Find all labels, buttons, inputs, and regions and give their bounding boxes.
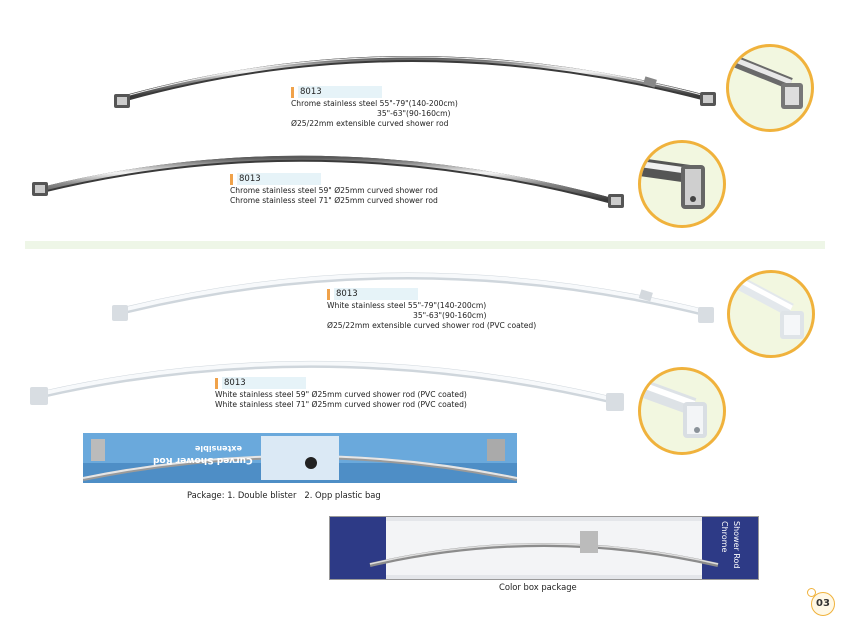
product-description-line: White stainless steel 55"-79"(140-200cm): [327, 301, 487, 310]
product-description-line: Ø25/22mm extensible curved shower rod (P…: [327, 321, 537, 330]
white-fixed-rod-image: [30, 360, 624, 411]
color-box-package-image: Chrome Shower Rod: [329, 516, 759, 580]
chrome-bracket-zoom-image: [726, 44, 814, 132]
accent-bar: [215, 377, 218, 389]
accent-bar: [327, 288, 330, 300]
product-label-3: 8013 White stainless steel 55"-79"(140-2…: [327, 288, 536, 331]
page-number-badge: 03: [807, 588, 835, 616]
blister-sub-text: extensible: [195, 444, 242, 453]
chrome-extensible-rod-image: [114, 56, 716, 108]
decor-dot: [807, 588, 816, 597]
product-description-line: Chrome stainless steel 55"-79"(140-200cm…: [291, 99, 458, 108]
box-brand-line1: Chrome: [720, 521, 729, 553]
product-description-line: Chrome stainless steel 59" Ø25mm curved …: [230, 186, 438, 195]
page-number: 03: [811, 592, 835, 616]
accent-bar: [291, 86, 294, 98]
product-code: 8013: [334, 288, 418, 300]
product-description-line: 35"-63"(90-160cm): [377, 109, 451, 118]
white-flange-zoom-image: [638, 367, 726, 455]
color-box-caption: Color box package: [499, 582, 577, 592]
product-label-1: 8013 Chrome stainless steel 55"-79"(140-…: [291, 86, 458, 129]
chrome-fixed-rod-image: [32, 155, 624, 208]
product-code: 8013: [237, 173, 321, 185]
white-extensible-rod-image: [112, 272, 714, 323]
product-code: 8013: [222, 377, 306, 389]
chrome-flange-zoom-image: [638, 140, 726, 228]
product-description-line: White stainless steel 59" Ø25mm curved s…: [215, 390, 467, 399]
product-description-line: 35"-63"(90-160cm): [413, 311, 487, 320]
box-brand-line2: Shower Rod: [732, 521, 741, 569]
package-caption: Package: 1. Double blister 2. Opp plasti…: [187, 490, 381, 500]
product-description-line: White stainless steel 71" Ø25mm curved s…: [215, 400, 467, 409]
product-description-line: Chrome stainless steel 71" Ø25mm curved …: [230, 196, 438, 205]
white-bracket-zoom-image: [727, 270, 815, 358]
product-label-4: 8013 White stainless steel 59" Ø25mm cur…: [215, 377, 467, 410]
section-divider: [25, 241, 825, 249]
double-blister-package-image: Curved Shower Rod extensible: [83, 433, 517, 483]
accent-bar: [230, 173, 233, 185]
product-code: 8013: [298, 86, 382, 98]
product-label-2: 8013 Chrome stainless steel 59" Ø25mm cu…: [230, 173, 438, 206]
blister-main-text: Curved Shower Rod: [153, 455, 253, 465]
product-description-line: Ø25/22mm extensible curved shower rod: [291, 119, 449, 128]
